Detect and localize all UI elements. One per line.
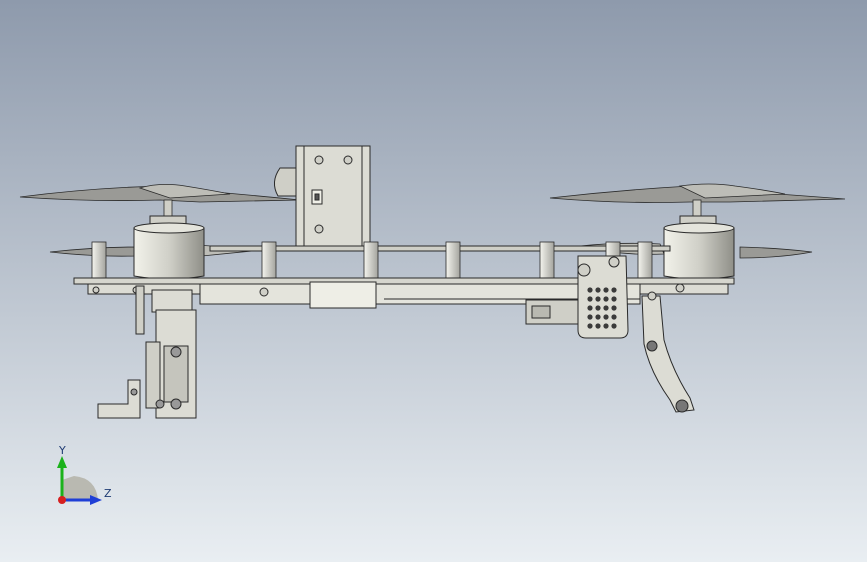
- receiver-module[interactable]: [577, 255, 629, 339]
- gimbal-assembly[interactable]: [97, 285, 197, 419]
- z-axis-label: Z: [104, 487, 112, 500]
- propeller-right[interactable]: [549, 183, 846, 259]
- camera-module[interactable]: [274, 145, 371, 249]
- frame-plate[interactable]: [73, 277, 735, 309]
- orientation-triad: Y Z: [57, 444, 112, 505]
- motor-left[interactable]: [133, 215, 205, 280]
- motor-right[interactable]: [663, 215, 735, 280]
- y-axis-label: Y: [58, 444, 66, 457]
- x-axis-point: [58, 496, 66, 504]
- top-plate[interactable]: [209, 245, 671, 252]
- landing-leg[interactable]: [641, 291, 695, 413]
- connector-block[interactable]: [525, 299, 581, 325]
